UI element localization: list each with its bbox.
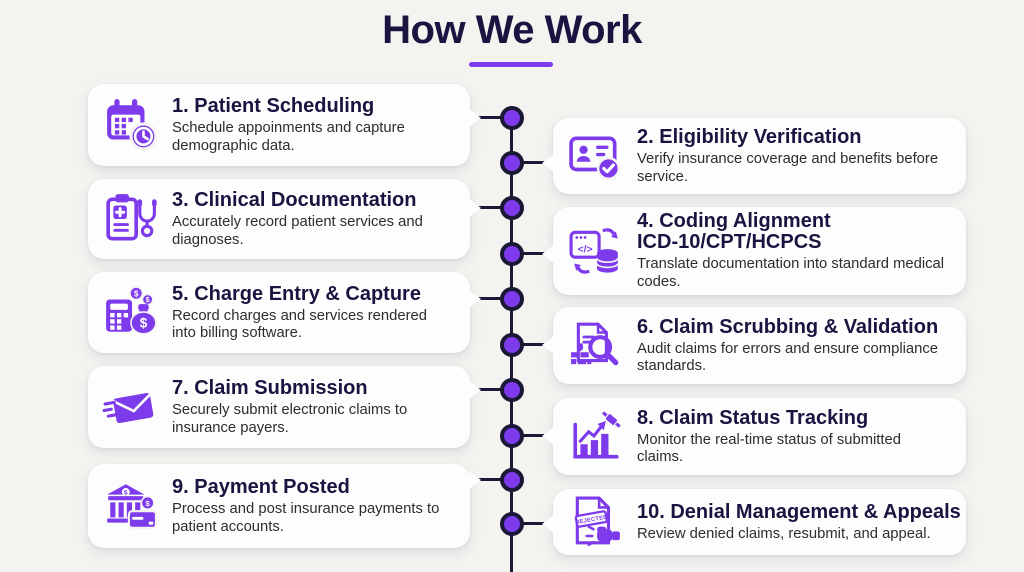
step-description: Accurately record patient services and d… (172, 214, 423, 248)
step-title: 10. Denial Management & Appeals (637, 500, 961, 523)
step-description: Securely submit electronic claims to ins… (172, 402, 408, 436)
calculator-money-bag-icon: $ $ $ (104, 285, 158, 340)
step-card-2: 2. Eligibility Verification Verify insur… (542, 118, 966, 194)
timeline-dot (500, 151, 524, 175)
step-description: Translate documentation into standard me… (637, 256, 945, 290)
timeline-dot (500, 242, 524, 266)
timeline-dot (500, 106, 524, 130)
step-description: Verify insurance coverage and benefits b… (637, 151, 939, 185)
clipboard-stethoscope-icon (104, 192, 158, 246)
page-title: How We Work (382, 8, 642, 52)
step-description: Process and post insurance payments to p… (172, 501, 440, 535)
step-title: 2. Eligibility Verification (637, 126, 862, 148)
step-card-10: REJECTED 10. Denial Management & Appeals… (542, 489, 966, 555)
timeline-dot (500, 333, 524, 357)
title-underline (469, 62, 553, 67)
timeline-dot (500, 378, 524, 402)
timeline-connector (510, 522, 554, 525)
timeline-dot (500, 468, 524, 492)
timeline-dot (500, 287, 524, 311)
step-title: 3. Clinical Documentation (172, 189, 417, 211)
svg-text:</>: </> (578, 245, 593, 256)
step-card-4: </> 4. Coding Alignment ICD-10/CPT/HCPCS… (542, 207, 966, 295)
step-card-1: 1. Patient Scheduling Schedule appoinmen… (88, 84, 481, 166)
svg-text:$: $ (146, 295, 150, 304)
card-tail (542, 336, 554, 354)
timeline-dot (500, 512, 524, 536)
step-title-line1: 4. Coding Alignment (637, 210, 831, 233)
timeline-connector (470, 388, 514, 391)
timeline-connector (470, 478, 514, 481)
code-database-sync-icon: </> (569, 224, 623, 278)
step-title: 9. Payment Posted (172, 476, 350, 498)
card-tail (542, 515, 554, 533)
rejected-stamp-fist-icon: REJECTED (569, 495, 623, 549)
step-description: Audit claims for errors and ensure compl… (637, 340, 939, 375)
step-description: Schedule appoinments and capture demogra… (172, 120, 405, 154)
timeline-connector (510, 343, 554, 346)
step-title: 1. Patient Scheduling (172, 95, 375, 117)
step-description: Record charges and services rendered int… (172, 307, 427, 342)
svg-text:$: $ (124, 490, 128, 497)
svg-text:$: $ (134, 288, 139, 298)
timeline-connector (470, 116, 514, 119)
step-card-7: 7. Claim Submission Securely submit elec… (88, 366, 481, 448)
card-tail (469, 290, 481, 308)
step-title: 8. Claim Status Tracking (637, 406, 869, 429)
bank-card-icon: $ $ (104, 479, 158, 533)
step-card-9: $ $ 9. Payment Posted Process and post i… (88, 464, 481, 548)
card-tail (469, 199, 481, 217)
timeline-connector (510, 252, 554, 255)
step-card-6: 6. Claim Scrubbing & Validation Audit cl… (542, 307, 966, 384)
step-description: Monitor the real-time status of submitte… (637, 431, 901, 466)
step-card-5: $ $ $ 5. Charge Entry & Capture Record c… (88, 272, 481, 353)
step-title: 5. Charge Entry & Capture (172, 282, 421, 305)
step-title: 7. Claim Submission (172, 377, 368, 399)
card-tail (469, 381, 481, 399)
step-card-8: 8. Claim Status Tracking Monitor the rea… (542, 398, 966, 475)
svg-text:$: $ (140, 315, 148, 330)
envelope-send-icon (102, 380, 158, 434)
chart-satellite-icon (569, 410, 623, 464)
card-tail (469, 471, 481, 489)
step-description: Review denied claims, resubmit, and appe… (637, 526, 931, 543)
card-tail (469, 109, 481, 127)
calendar-clock-icon (104, 98, 158, 152)
svg-text:$: $ (145, 499, 150, 508)
timeline-dot (500, 424, 524, 448)
document-magnifier-icon (569, 319, 623, 373)
step-title-line2: ICD-10/CPT/HCPCS (637, 231, 822, 254)
svg-text:REJECTED: REJECTED (575, 515, 608, 527)
timeline-connector (510, 434, 554, 437)
step-title: 4. Coding Alignment ICD-10/CPT/HCPCS (637, 210, 949, 254)
card-tail (542, 245, 554, 263)
step-title: 6. Claim Scrubbing & Validation (637, 315, 939, 338)
id-card-check-icon (569, 129, 623, 183)
timeline-connector (510, 161, 554, 164)
timeline-connector (470, 297, 514, 300)
timeline-connector (470, 206, 514, 209)
card-tail (542, 154, 554, 172)
step-card-3: 3. Clinical Documentation Accurately rec… (88, 179, 481, 259)
card-tail (542, 427, 554, 445)
timeline-dot (500, 196, 524, 220)
